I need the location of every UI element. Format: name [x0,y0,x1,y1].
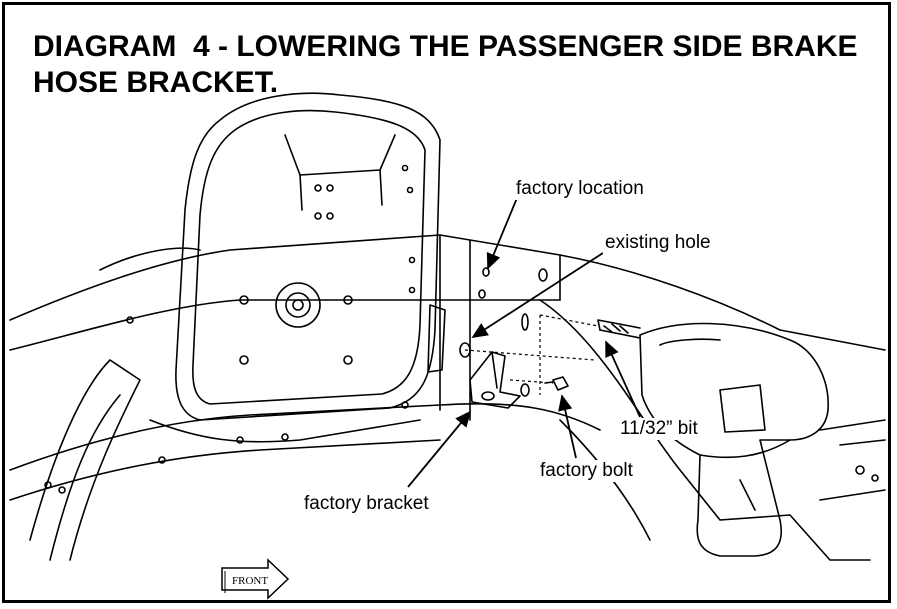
drill-illustration [597,319,829,557]
factory-bracket-part [469,351,521,409]
label-existing-hole: existing hole [603,232,713,254]
title-line-1: DIAGRAM 4 - LOWERING THE PASSENGER SIDE … [33,30,858,63]
arrow-factory-location [486,197,518,270]
diagram-title: DIAGRAM 4 - LOWERING THE PASSENGER SIDE … [33,29,858,101]
title-line-2: HOSE BRACKET. [33,66,279,99]
label-bit: 11/32” bit [618,418,700,440]
shock-tower [175,92,441,421]
arrow-bit [605,340,641,418]
arrow-factory-bracket [407,410,472,488]
arrow-existing-hole [471,252,604,338]
arrow-factory-bolt [558,394,577,459]
frame-rail [9,234,886,351]
front-arrow-sign: FRONT [221,558,290,600]
factory-bolt-part [552,376,569,391]
label-factory-location: factory location [514,178,646,200]
label-factory-bolt: factory bolt [538,460,635,482]
diagram-frame: DIAGRAM 4 - LOWERING THE PASSENGER SIDE … [2,2,891,603]
label-factory-bracket: factory bracket [302,493,431,515]
existing-hole-marker [459,342,471,358]
front-sign-text: FRONT [232,575,268,587]
